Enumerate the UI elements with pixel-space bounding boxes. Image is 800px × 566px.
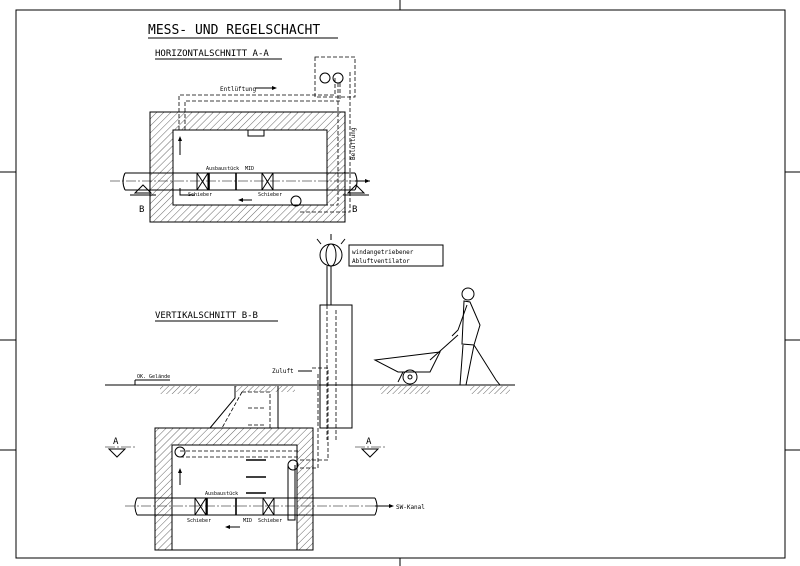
horizontal-section-heading: HORIZONTALSCHNITT A-A <box>155 49 269 59</box>
label-mid-v: MID <box>243 518 252 524</box>
fan-label-line2: Abluftventilator <box>352 258 410 265</box>
valve-left-icon <box>196 172 209 191</box>
valve-left-icon <box>194 497 207 516</box>
label-belueftung: Belüftung <box>350 127 357 160</box>
fan-label-line1: windangetriebener <box>352 249 414 256</box>
label-ausbaustueck-v: Ausbaustück <box>205 491 238 497</box>
svg-text:A: A <box>113 437 119 447</box>
vertical-section-heading: VERTIKALSCHNITT B-B <box>155 311 258 321</box>
label-ausbaustueck: Ausbaustück <box>206 166 239 172</box>
svg-text:B: B <box>352 205 357 215</box>
drawing-title: MESS- UND REGELSCHACHT <box>148 23 320 38</box>
wheelbarrow-icon <box>373 334 459 385</box>
section-marker-b-right: B <box>343 184 369 215</box>
label-schieber-right: Schieber <box>258 192 282 198</box>
section-marker-a-left: A <box>105 437 135 458</box>
label-schieber-right-v: Schieber <box>258 518 282 524</box>
svg-text:B: B <box>139 205 144 215</box>
label-schieber-left-v: Schieber <box>187 518 211 524</box>
label-ground-level: OK. Gelände <box>137 374 170 380</box>
horizontal-section: Ausbaustück MID Schieber Schieber Entlüf… <box>110 56 370 223</box>
section-marker-a-right: A <box>355 437 385 458</box>
label-sw-kanal: SW-Kanal <box>396 504 425 511</box>
label-entlueftung: Entlüftung <box>220 86 257 93</box>
section-marker-b-left: B <box>130 184 156 215</box>
valve-right-icon <box>261 172 274 191</box>
label-zuluft: Zuluft <box>272 368 294 375</box>
label-mid: MID <box>245 166 254 172</box>
vertical-section: windangetriebener Abluftventilator Zuluf… <box>105 234 515 551</box>
valve-right-icon <box>262 497 275 516</box>
label-schieber-left: Schieber <box>188 192 212 198</box>
svg-text:A: A <box>366 437 372 447</box>
worker-figure-icon <box>451 287 501 386</box>
wind-fan-icon <box>316 234 346 305</box>
